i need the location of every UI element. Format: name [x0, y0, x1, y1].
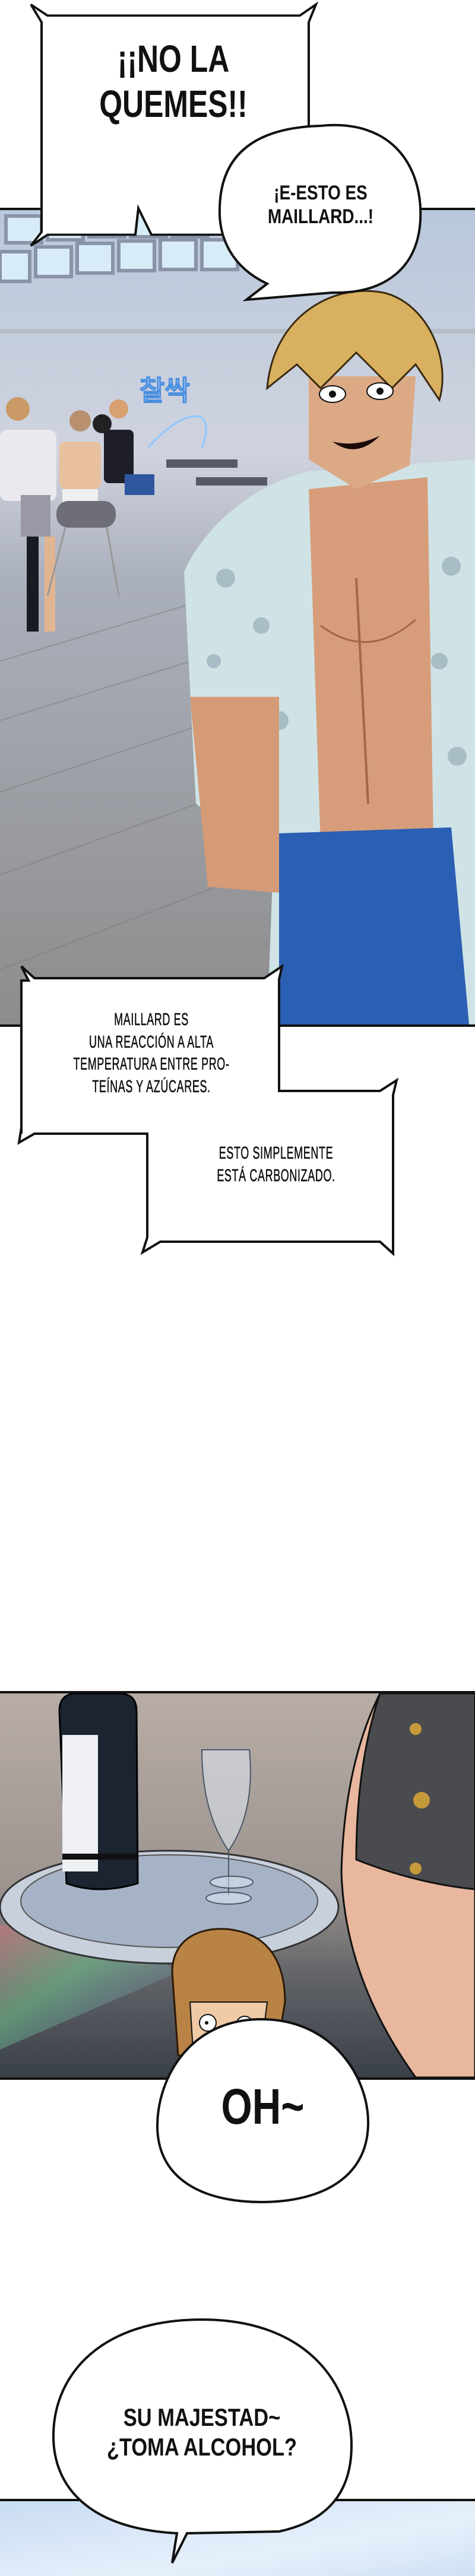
lounge-chairs — [166, 459, 267, 486]
arm-and-sleeve — [340, 1693, 475, 2077]
background-people — [0, 397, 154, 632]
main-character — [184, 290, 475, 1024]
narration-boxes-shape — [17, 963, 399, 1257]
deck-bbq-illustration: 찰싹 — [0, 210, 475, 1024]
wine-tray-panel — [0, 1691, 475, 2080]
majesty-question-text: SU MAJESTAD~¿TOMA ALCOHOL? — [106, 2403, 297, 2461]
majesty-bubble-shape — [52, 2318, 353, 2564]
wine-glasses — [201, 1749, 254, 1905]
deck-bbq-panel: 찰싹 — [0, 208, 475, 1027]
serving-tray — [0, 1849, 340, 1965]
oh-bubble-shape — [156, 2017, 370, 2204]
wine-tray-illustration — [0, 1693, 475, 2077]
wine-bottle — [58, 1693, 139, 1890]
sfx-slap: 찰싹 — [140, 375, 190, 406]
speech-bubble-shape — [218, 123, 422, 302]
oh-text: OH~ — [221, 2079, 305, 2134]
